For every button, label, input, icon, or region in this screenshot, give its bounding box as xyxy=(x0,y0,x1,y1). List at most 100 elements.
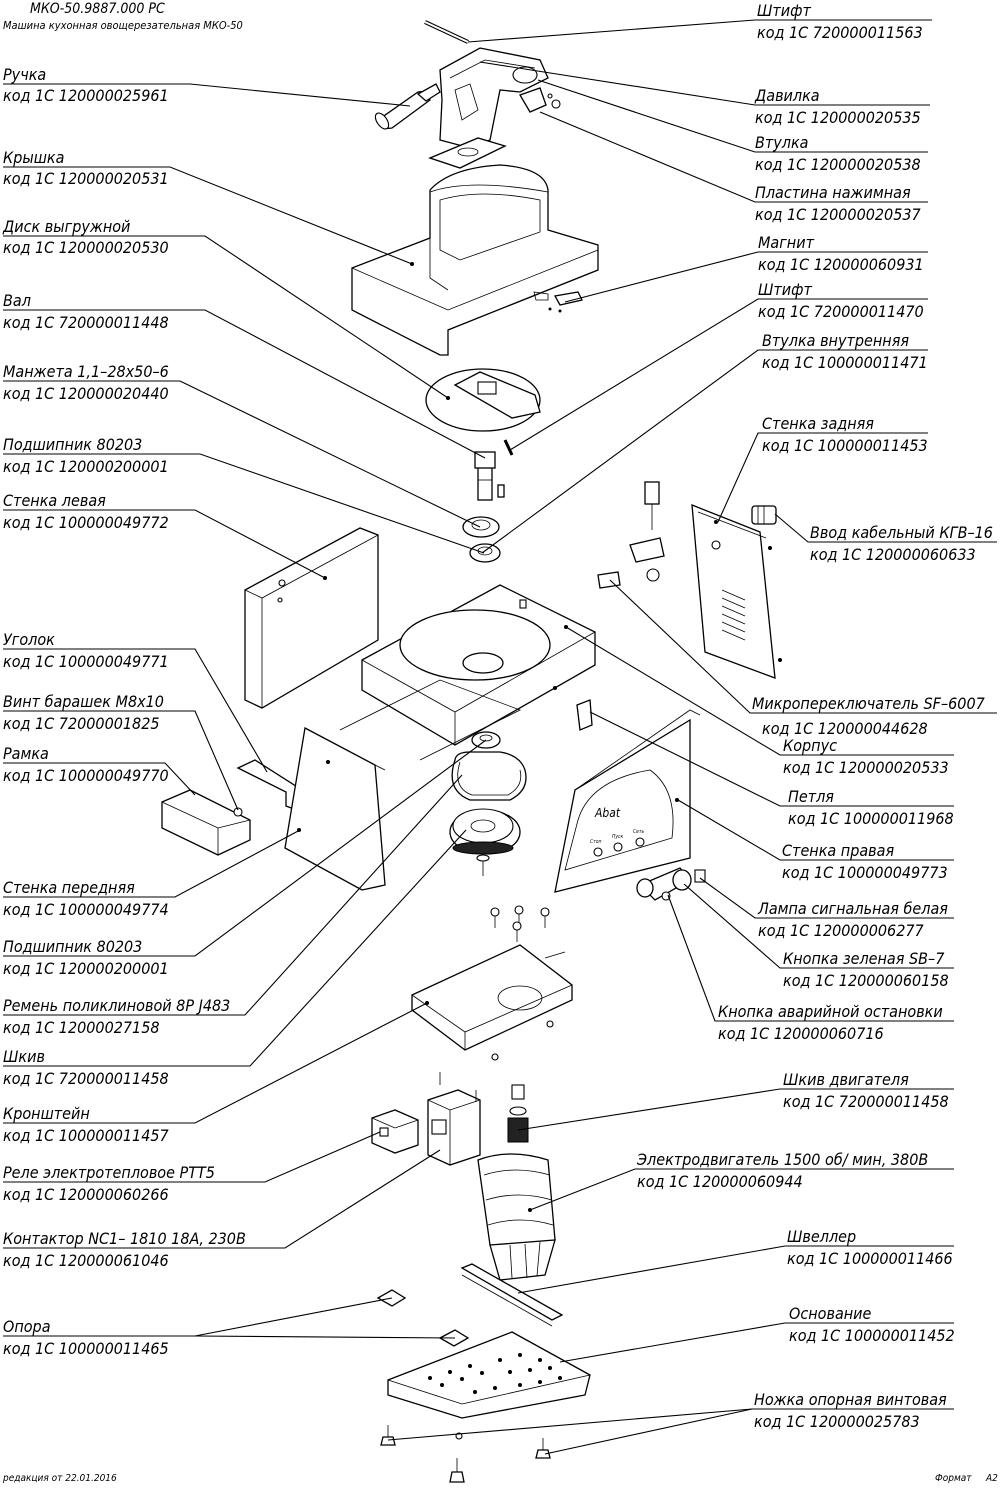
label-mikro-name: Микропереключатель SF–6007 xyxy=(752,694,986,713)
label-knopka-av-name: Кнопка аварийной остановки xyxy=(718,1002,943,1021)
label-nozhka-name: Ножка опорная винтовая xyxy=(754,1390,947,1409)
left-wall-drawing xyxy=(244,527,379,709)
label-magnit-code: код 1С 120000060931 xyxy=(758,255,924,274)
label-mikro-code: код 1С 120000044628 xyxy=(762,719,928,738)
shaft-drawing xyxy=(474,439,514,501)
label-opora-name: Опора xyxy=(3,1317,51,1336)
brand-label: Abat xyxy=(594,806,621,820)
label-kryshka-name: Крышка xyxy=(3,148,64,167)
doc-number: МКО-50.9887.000 РС xyxy=(30,1,165,17)
handle-drawing xyxy=(374,83,441,130)
label-korpus-name: Корпус xyxy=(783,736,837,755)
channel-drawing xyxy=(460,1263,564,1327)
label-shtift1-name: Штифт xyxy=(757,1,811,20)
label-stenka-zad-name: Стенка задняя xyxy=(762,414,874,433)
magnet-drawing xyxy=(533,291,583,313)
label-shkiv-dv-name: Шкив двигателя xyxy=(783,1070,909,1089)
label-vtulka-vn-code: код 1С 100000011471 xyxy=(762,353,928,372)
label-remen-name: Ремень поликлиновой 8Р J483 xyxy=(3,996,230,1015)
seal-drawing xyxy=(462,516,500,538)
label-davilka-code: код 1С 120000020535 xyxy=(755,108,921,127)
housing-drawing xyxy=(339,584,596,761)
panel-btn3: Сеть xyxy=(633,829,645,835)
label-shtift2-name: Штифт xyxy=(758,280,812,299)
label-ramka-code: код 1С 100000049770 xyxy=(3,766,169,785)
format-value: А2 xyxy=(985,1473,998,1484)
label-knopka-av-code: код 1С 120000060716 xyxy=(718,1024,884,1043)
cable-gland-drawing xyxy=(751,505,777,525)
label-stenka-lev-code: код 1С 100000049772 xyxy=(3,513,169,532)
label-ramka-name: Рамка xyxy=(3,744,49,763)
label-plastina-code: код 1С 120000020537 xyxy=(755,205,922,224)
label-vtulka-vn-name: Втулка внутренняя xyxy=(762,331,909,350)
label-lampa-name: Лампа сигнальная белая xyxy=(757,899,948,918)
label-val-name: Вал xyxy=(3,291,31,310)
label-shkiv-code: код 1С 720000011458 xyxy=(3,1069,169,1088)
label-davilka-name: Давилка xyxy=(754,86,820,105)
front-wall-drawing xyxy=(284,727,386,891)
doc-subtitle: Машина кухонная овощерезательная МКО-50 xyxy=(3,19,243,32)
label-manzheta-code: код 1С 120000020440 xyxy=(3,384,169,403)
right-wall-drawing: Abat Стоп Пуск Сеть xyxy=(554,709,701,893)
label-dvigatel-code: код 1С 120000060944 xyxy=(637,1172,803,1191)
relay-drawing xyxy=(371,1109,419,1154)
label-manzheta-name: Манжета 1,1–28х50–6 xyxy=(3,362,169,381)
lid-drawing xyxy=(351,164,599,356)
back-wall-drawing xyxy=(691,504,782,679)
label-shveller-code: код 1С 100000011466 xyxy=(787,1249,953,1268)
disc-drawing xyxy=(425,368,541,432)
label-kronshtein-code: код 1С 100000011457 xyxy=(3,1126,170,1145)
label-petlya-name: Петля xyxy=(788,787,834,806)
label-vvod-name: Ввод кабельный КГВ–16 xyxy=(810,523,993,542)
panel-btn2: Пуск xyxy=(612,834,624,840)
label-vtulka-name: Втулка xyxy=(755,133,809,152)
pusher-drawing xyxy=(439,47,561,149)
label-vvod-code: код 1С 120000060633 xyxy=(810,545,976,564)
label-shkiv-dv-code: код 1С 720000011458 xyxy=(783,1092,949,1111)
label-rele-code: код 1С 120000060266 xyxy=(3,1185,169,1204)
label-remen-code: код 1С 12000027158 xyxy=(3,1018,160,1037)
label-kronshtein-name: Кронштейн xyxy=(3,1104,90,1123)
motor-drawing xyxy=(477,1153,556,1281)
labels: Ручка код 1С 120000025961 Крышка код 1С … xyxy=(2,1,993,1431)
hinge-drawing xyxy=(553,686,593,731)
leader-lines xyxy=(3,19,997,1455)
label-knopka-zel-code: код 1С 120000060158 xyxy=(783,971,949,990)
label-disk-name: Диск выгружной xyxy=(2,217,130,236)
label-vint-name: Винт барашек М8х10 xyxy=(3,692,164,711)
label-rele-name: Реле электротепловое РТТ5 xyxy=(3,1163,215,1182)
label-stenka-prav-code: код 1С 100000049773 xyxy=(782,863,948,882)
label-shtift2-code: код 1С 720000011470 xyxy=(758,302,924,321)
microswitch-drawing xyxy=(597,481,665,589)
label-ruchka-code: код 1С 120000025961 xyxy=(3,86,169,105)
motor-pulley-drawing xyxy=(507,1084,529,1143)
label-osnovanie-code: код 1С 100000011452 xyxy=(789,1326,955,1345)
bolts-drawing xyxy=(490,905,566,959)
label-podshipnik1-name: Подшипник 80203 xyxy=(3,435,142,454)
label-vtulka-code: код 1С 120000020538 xyxy=(755,155,921,174)
label-stenka-per-code: код 1С 100000049774 xyxy=(3,900,169,919)
format-label: Формат xyxy=(935,1473,972,1484)
label-kontaktor-name: Контактор NC1– 1810 18А, 230В xyxy=(3,1229,246,1248)
label-osnovanie-name: Основание xyxy=(789,1304,872,1323)
label-kontaktor-code: код 1С 120000061046 xyxy=(3,1251,169,1270)
label-shveller-name: Швеллер xyxy=(787,1227,856,1246)
bracket-drawing xyxy=(411,944,573,1061)
bearing-top-drawing xyxy=(469,543,501,563)
label-ugolok-code: код 1С 100000049771 xyxy=(3,652,169,671)
contactor-drawing xyxy=(427,1072,481,1166)
label-stenka-prav-name: Стенка правая xyxy=(782,841,894,860)
label-knopka-zel-name: Кнопка зеленая SB–7 xyxy=(783,949,945,968)
label-ugolok-name: Уголок xyxy=(3,630,55,649)
label-val-code: код 1С 720000011448 xyxy=(3,313,169,332)
label-shkiv-name: Шкив xyxy=(3,1047,45,1066)
label-petlya-code: код 1С 100000011968 xyxy=(788,809,954,828)
buttons-drawing xyxy=(636,867,706,901)
label-magnit-name: Магнит xyxy=(758,233,815,252)
label-nozhka-code: код 1С 120000025783 xyxy=(754,1412,920,1431)
label-vint-code: код 1С 72000001825 xyxy=(3,714,160,733)
pulley-drawing xyxy=(449,808,521,876)
label-disk-code: код 1С 120000020530 xyxy=(3,238,169,257)
